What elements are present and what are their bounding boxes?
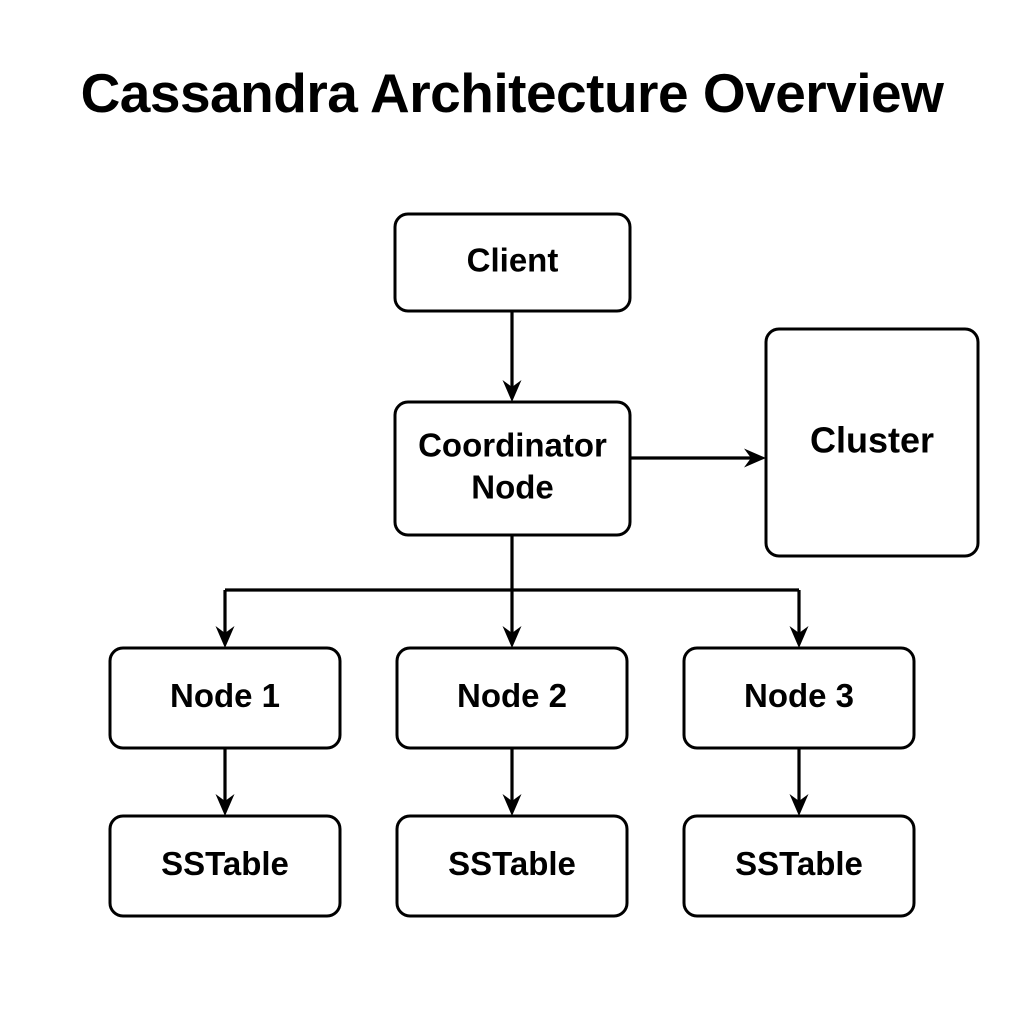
node-label: Node 3 (744, 677, 854, 714)
diagram-node-client[interactable]: Client (393, 212, 632, 313)
arrowhead-icon (502, 626, 522, 648)
node-label-line: SSTable (161, 845, 289, 882)
edge-coordinator-to-node2 (502, 590, 522, 648)
diagram-node-node2[interactable]: Node 2 (395, 646, 629, 750)
diagram-node-sstable2[interactable]: SSTable (395, 814, 629, 918)
diagram-node-node3[interactable]: Node 3 (682, 646, 916, 750)
diagram-node-node1[interactable]: Node 1 (108, 646, 342, 750)
node-label: Client (467, 241, 559, 278)
node-box[interactable] (682, 814, 916, 918)
node-box[interactable] (395, 646, 629, 750)
arrowhead-icon (789, 626, 809, 648)
node-box[interactable] (395, 814, 629, 918)
node-label-line: Cluster (810, 419, 934, 460)
diagram-node-sstable3[interactable]: SSTable (682, 814, 916, 918)
arrowhead-icon (215, 794, 235, 816)
edge-client-to-coordinator (502, 311, 522, 402)
node-label-line: SSTable (735, 845, 863, 882)
node-label: Cluster (810, 419, 934, 460)
node-label-line: Coordinator (418, 426, 607, 463)
arrowhead-icon (502, 794, 522, 816)
arrowhead-icon (744, 448, 766, 468)
node-box[interactable] (764, 327, 980, 558)
edge-node1-to-sstable1 (215, 748, 235, 816)
edges-layer (215, 311, 809, 816)
node-label: Node 1 (170, 677, 280, 714)
node-label: SSTable (448, 845, 576, 882)
edge-node2-to-sstable2 (502, 748, 522, 816)
node-label-line: Client (467, 241, 559, 278)
diagram-node-cluster[interactable]: Cluster (764, 327, 980, 558)
diagram-node-sstable1[interactable]: SSTable (108, 814, 342, 918)
node-box[interactable] (108, 814, 342, 918)
node-label: SSTable (735, 845, 863, 882)
arrowhead-icon (789, 794, 809, 816)
node-box[interactable] (393, 400, 632, 537)
node-label: Node 2 (457, 677, 567, 714)
arrowhead-icon (502, 380, 522, 402)
edge-coordinator-to-cluster (630, 448, 766, 468)
node-label: SSTable (161, 845, 289, 882)
node-label-line: SSTable (448, 845, 576, 882)
node-label-line: Node 2 (457, 677, 567, 714)
node-box[interactable] (682, 646, 916, 750)
arrowhead-icon (215, 626, 235, 648)
node-label-line: Node (471, 468, 554, 505)
page-title: Cassandra Architecture Overview (80, 61, 944, 124)
node-box[interactable] (393, 212, 632, 313)
node-box[interactable] (108, 646, 342, 750)
node-label-line: Node 3 (744, 677, 854, 714)
edge-node3-to-sstable3 (789, 748, 809, 816)
edge-coordinator-to-node3 (789, 590, 809, 648)
node-label-line: Node 1 (170, 677, 280, 714)
